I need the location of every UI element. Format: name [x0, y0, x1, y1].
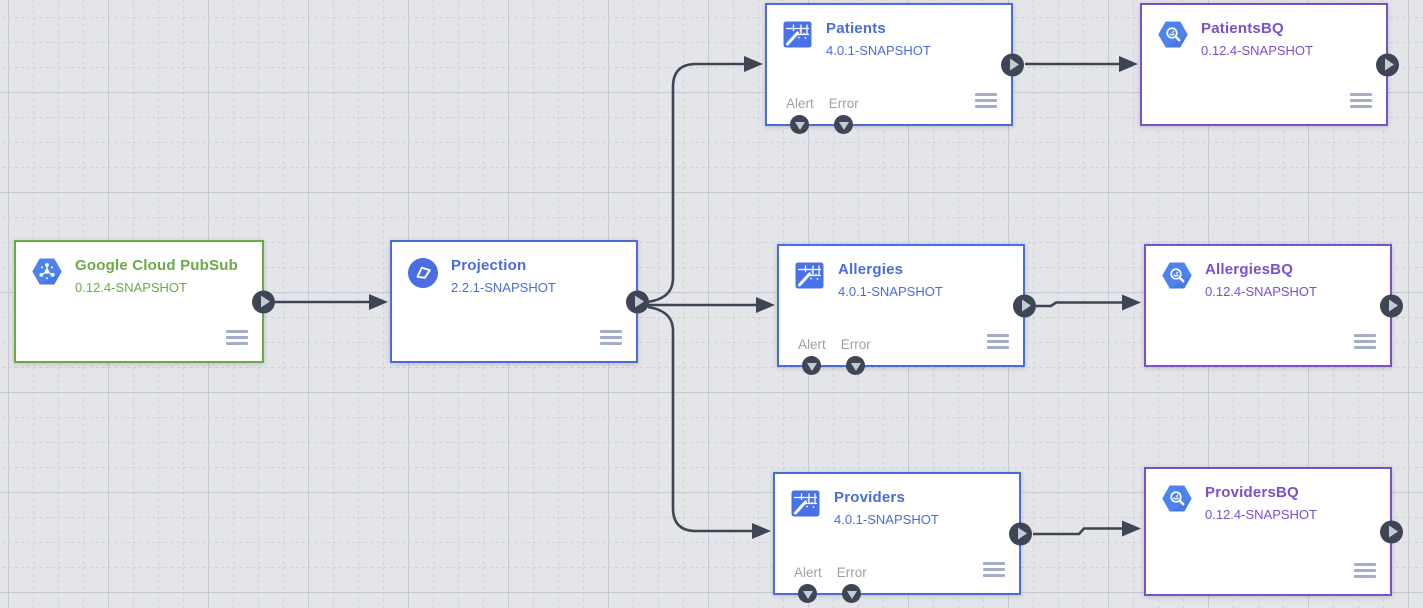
- node-menu-icon[interactable]: [600, 330, 622, 345]
- alert-port-label: Alert: [786, 96, 814, 111]
- wrangler-icon: [791, 490, 821, 522]
- pipeline-node-allergiesbq[interactable]: AllergiesBQ 0.12.4-SNAPSHOT: [1144, 244, 1403, 367]
- bigquery-icon: [1162, 485, 1192, 517]
- node-version: 0.12.4-SNAPSHOT: [75, 280, 187, 295]
- error-port[interactable]: [846, 356, 865, 375]
- wrangler-icon: [795, 262, 825, 294]
- alert-port[interactable]: [802, 356, 821, 375]
- pipeline-node-providers[interactable]: Providers 4.0.1-SNAPSHOT Alert Error: [773, 472, 1032, 603]
- node-version: 2.2.1-SNAPSHOT: [451, 280, 556, 295]
- output-port[interactable]: [1376, 53, 1399, 76]
- alert-port-label: Alert: [794, 565, 822, 580]
- node-title: AllergiesBQ: [1205, 261, 1294, 278]
- node-version: 0.12.4-SNAPSHOT: [1201, 43, 1313, 58]
- alert-port[interactable]: [790, 115, 809, 134]
- pipeline-node-patientsbq[interactable]: PatientsBQ 0.12.4-SNAPSHOT: [1140, 3, 1399, 126]
- node-title: Patients: [826, 20, 886, 37]
- connection-providers-to-providersbq[interactable]: [1033, 520, 1141, 537]
- node-menu-icon[interactable]: [226, 330, 248, 345]
- node-menu-icon[interactable]: [983, 562, 1005, 577]
- output-port[interactable]: [1013, 294, 1036, 317]
- connection-projection-to-patients[interactable]: [647, 56, 763, 304]
- bigquery-icon: [1158, 21, 1188, 53]
- alert-port-label: Alert: [798, 337, 826, 352]
- output-port[interactable]: [626, 290, 649, 313]
- node-version: 4.0.1-SNAPSHOT: [826, 43, 931, 58]
- pubsub-icon: [32, 258, 62, 290]
- node-menu-icon[interactable]: [975, 93, 997, 108]
- error-port-label: Error: [840, 337, 871, 352]
- pipeline-node-google-cloud-pubsub[interactable]: Google Cloud PubSub 0.12.4-SNAPSHOT: [14, 240, 275, 363]
- connection-projection-to-providers[interactable]: [647, 305, 771, 539]
- node-title: ProvidersBQ: [1205, 484, 1299, 501]
- node-title: Allergies: [838, 261, 904, 278]
- error-port[interactable]: [842, 584, 861, 603]
- output-port[interactable]: [1001, 53, 1024, 76]
- node-menu-icon[interactable]: [987, 334, 1009, 349]
- projection-icon: [408, 258, 438, 293]
- output-port[interactable]: [1380, 520, 1403, 543]
- error-port-label: Error: [828, 96, 859, 111]
- node-title: Google Cloud PubSub: [75, 257, 238, 274]
- error-port-label: Error: [836, 565, 867, 580]
- wrangler-icon: [783, 21, 813, 53]
- alert-port[interactable]: [798, 584, 817, 603]
- output-port[interactable]: [252, 290, 275, 313]
- pipeline-node-patients[interactable]: Patients 4.0.1-SNAPSHOT Alert Error: [765, 3, 1024, 134]
- node-menu-icon[interactable]: [1354, 563, 1376, 578]
- pipeline-node-projection[interactable]: Projection 2.2.1-SNAPSHOT: [390, 240, 649, 363]
- node-version: 4.0.1-SNAPSHOT: [838, 284, 943, 299]
- node-menu-icon[interactable]: [1354, 334, 1376, 349]
- connection-allergies-to-allergiesbq[interactable]: [1036, 294, 1141, 311]
- node-menu-icon[interactable]: [1350, 93, 1372, 108]
- pipeline-node-providersbq[interactable]: ProvidersBQ 0.12.4-SNAPSHOT: [1144, 467, 1403, 596]
- node-title: Providers: [834, 489, 905, 506]
- node-version: 0.12.4-SNAPSHOT: [1205, 507, 1317, 522]
- pipeline-node-allergies[interactable]: Allergies 4.0.1-SNAPSHOT Alert Error: [777, 244, 1036, 375]
- output-port[interactable]: [1380, 294, 1403, 317]
- node-title: PatientsBQ: [1201, 20, 1284, 37]
- node-version: 4.0.1-SNAPSHOT: [834, 512, 939, 527]
- node-version: 0.12.4-SNAPSHOT: [1205, 284, 1317, 299]
- output-port[interactable]: [1009, 522, 1032, 545]
- node-title: Projection: [451, 257, 527, 274]
- error-port[interactable]: [834, 115, 853, 134]
- bigquery-icon: [1162, 262, 1192, 294]
